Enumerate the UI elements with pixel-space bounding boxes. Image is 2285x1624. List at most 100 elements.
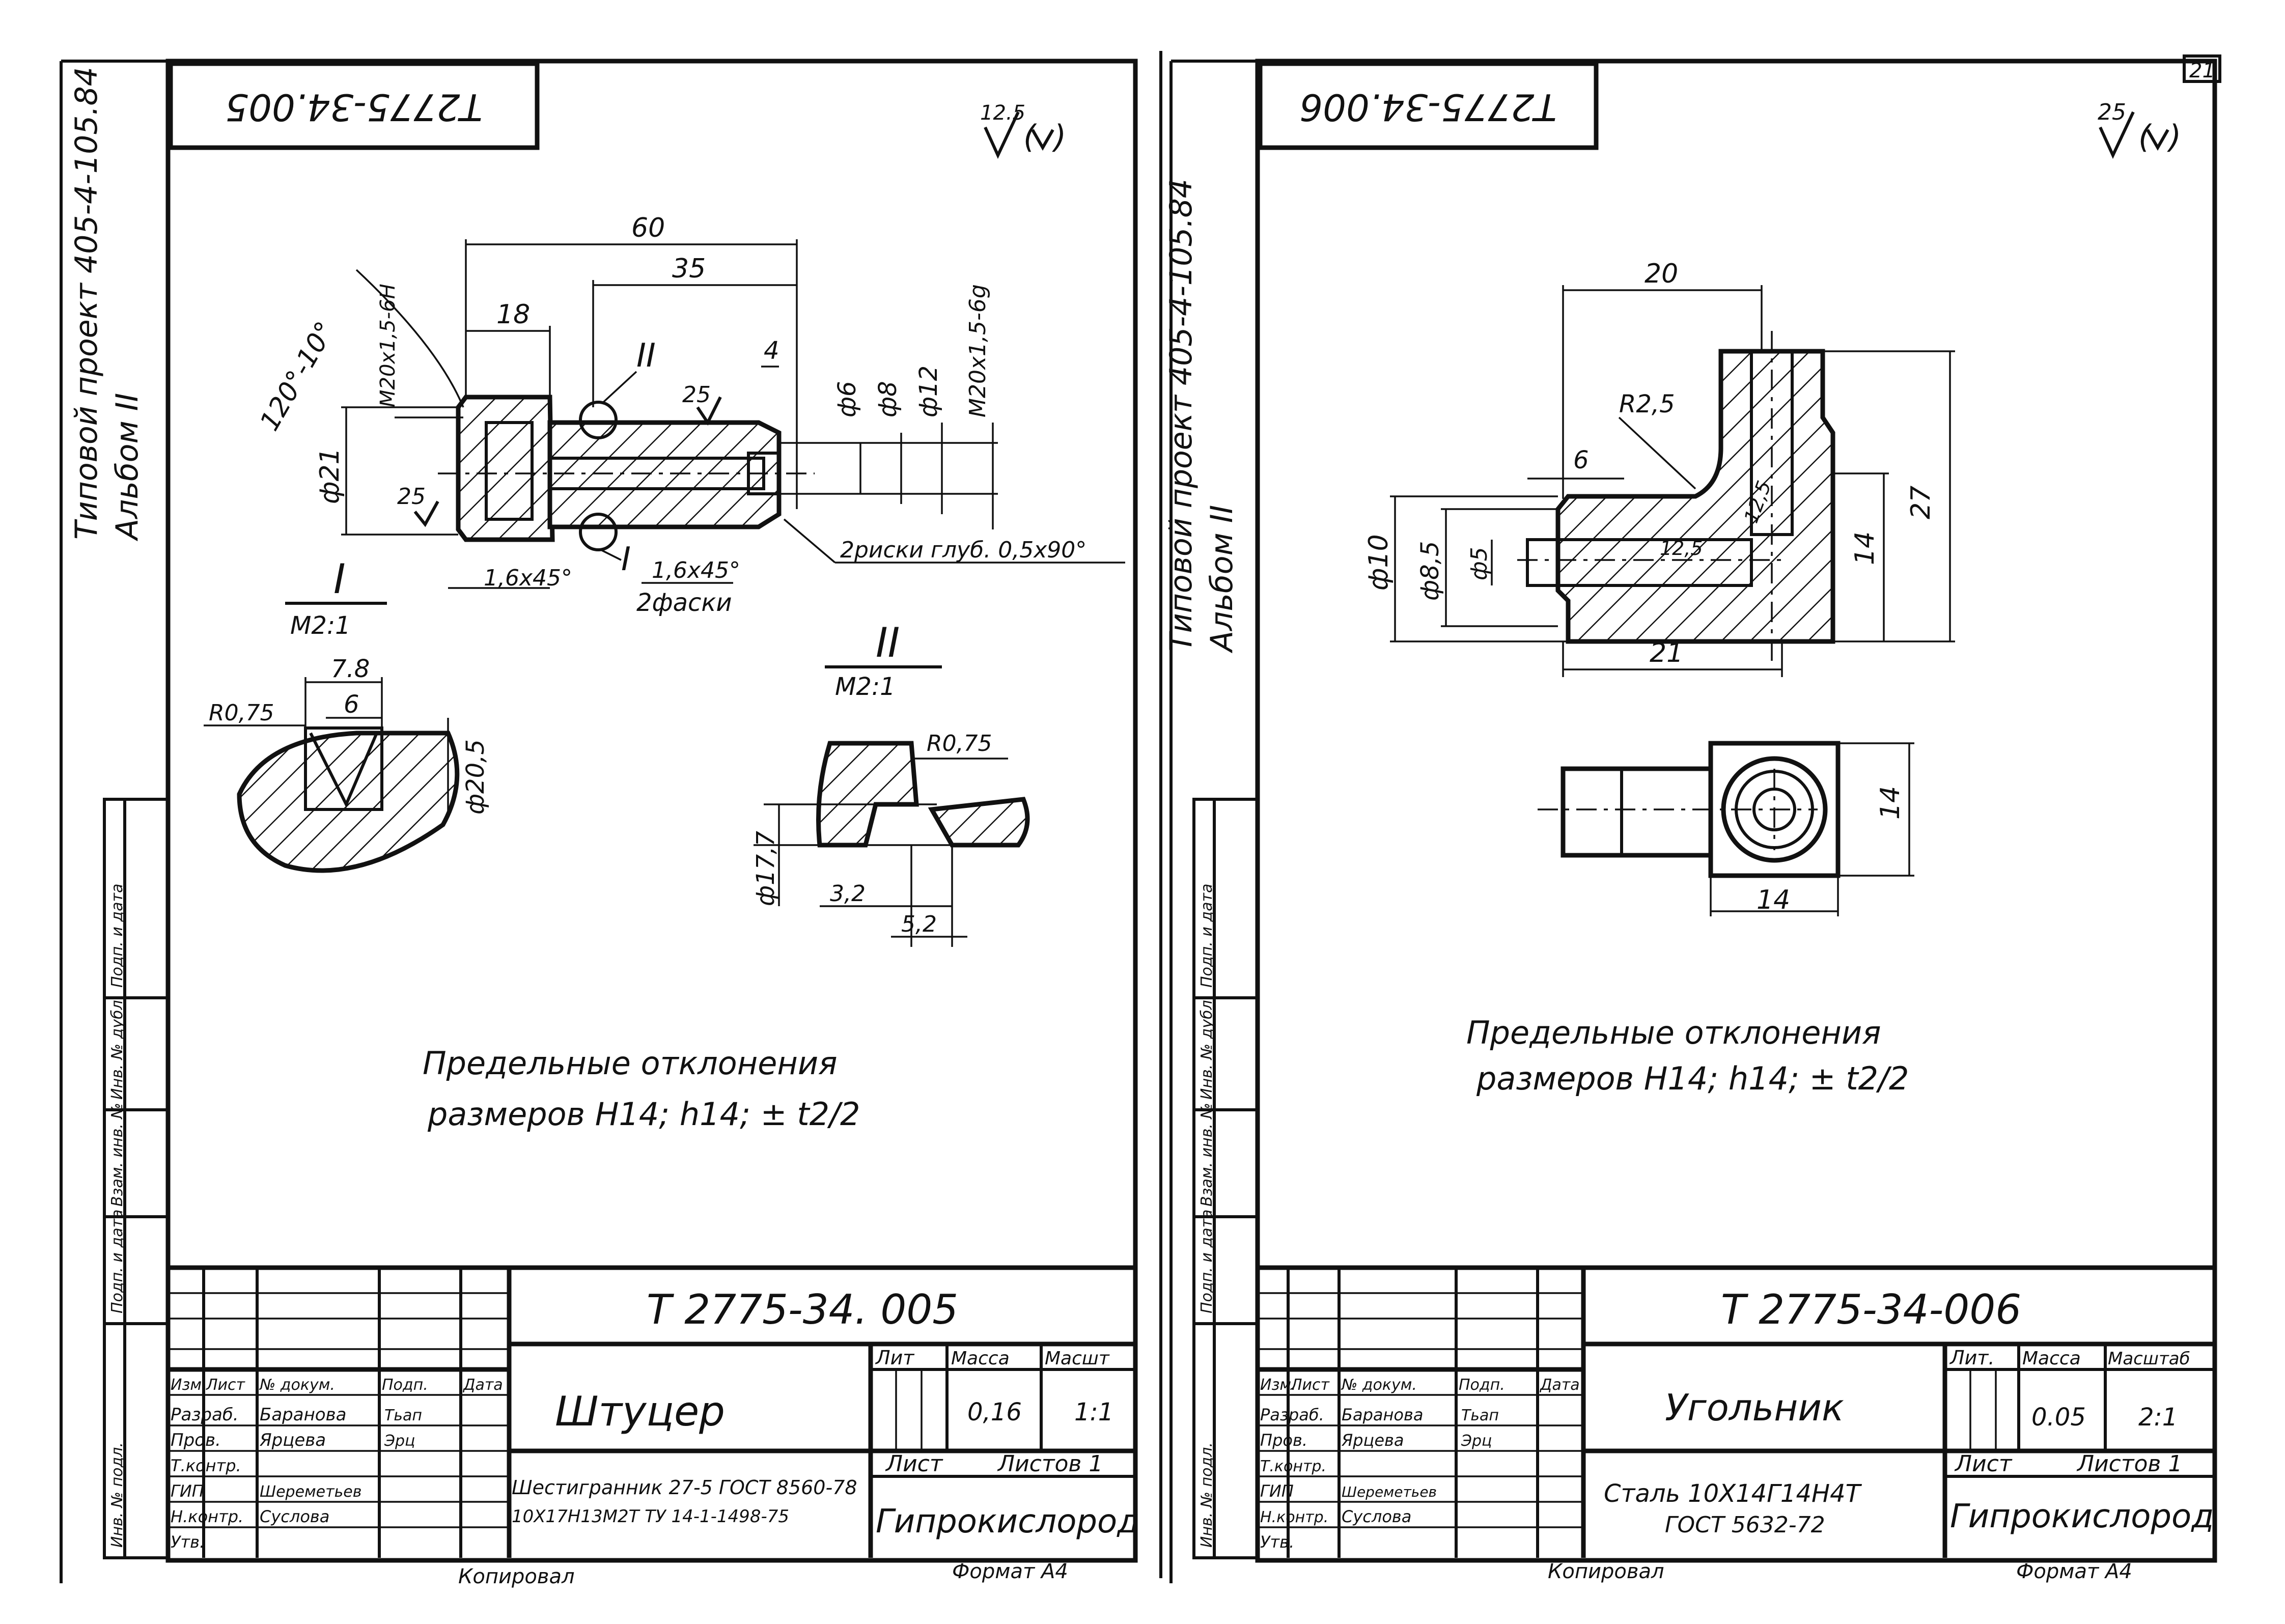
sheet-1-roughness-25a: 25 xyxy=(397,484,426,510)
sheet-1-dim-60: 60 xyxy=(631,213,665,243)
sheet-2-tb-role-5: Н.контр. xyxy=(1260,1508,1328,1526)
sheet-1-dim-35: 35 xyxy=(672,254,706,284)
sheet-2-margin-label-0: Инв. № подл. xyxy=(1198,1442,1216,1548)
sheet-2-tb-name-5: Суслова xyxy=(1342,1507,1411,1526)
sheet-2-roughness-value: 25 xyxy=(2098,99,2126,125)
sheet-1-tb-name: Штуцер xyxy=(555,1388,725,1435)
sheet-2-tb-doc-0: № докум. xyxy=(1341,1376,1417,1394)
sheet-1-detail-II: II M2:1 ф17,7 R0,75 3,2 5,2 xyxy=(751,619,1030,947)
sheet-2-tb-role-4: ГИП xyxy=(1260,1481,1294,1501)
sheet-2-tolerance-line-1: Предельные отклонения xyxy=(1466,1014,1881,1051)
sheet-1-format: Формат А4 xyxy=(952,1560,1068,1583)
sheet-2-title-block: Изм. Лист № докум. Подп. Дата Разраб. Ба… xyxy=(1258,1265,2215,1558)
sheet-2-tb-role-1: Разраб. xyxy=(1260,1405,1324,1424)
sheet-2-dim-phi5: ф5 xyxy=(1466,547,1492,580)
sheet-2-tb-mass: 0.05 xyxy=(2031,1403,2086,1432)
sheet-2-roughness-icon xyxy=(2099,111,2135,159)
sheet-1-detail-II-R: R0,75 xyxy=(927,731,992,757)
sheet-2-tb-designation: T 2775-34-006 xyxy=(1721,1286,2021,1333)
sheet-1-view-II: II xyxy=(876,619,900,666)
sheet-2-dim-12-5-b: 12,5 xyxy=(1660,537,1703,559)
sheet-2-elbow-plan: 14 14 xyxy=(1538,741,1914,916)
sheet-1-roughness-icon xyxy=(984,111,1020,159)
sheet-1-tb-sign-0: Подп. xyxy=(382,1376,428,1394)
sheet-2-tb-role-0: Изм. xyxy=(1260,1376,1296,1394)
sheet-1-tb-role-5: Н.контр. xyxy=(171,1507,243,1526)
sheet-1-tb-sheets-label: Листов 1 xyxy=(997,1451,1103,1477)
sheet-2-dim-phi10: ф10 xyxy=(1363,534,1394,591)
sheet-1-thread-in: M20x1,5-6H xyxy=(376,284,400,407)
sheet-2-dim-14v: 14 xyxy=(1850,531,1880,565)
sheet-1-thread-out: M20x1,5-6g xyxy=(965,284,991,417)
sheet-2-plan-dim-14v: 14 xyxy=(1875,786,1906,820)
sheet-2-tb-name-2: Ярцева xyxy=(1341,1431,1404,1450)
sheet-2-tb-sign-0: Подп. xyxy=(1459,1376,1505,1394)
sheet-1-tb-company: Гипрокислород xyxy=(876,1503,1139,1541)
sheet-1-tb-mass-label: Масса xyxy=(951,1348,1010,1369)
sheet-1-margin-label-4: Подп. и дата xyxy=(108,884,126,988)
sheet-1-copied: Копировал xyxy=(458,1565,575,1588)
sheet-2-tb-material-1: Сталь 10Х14Г14Н4Т xyxy=(1604,1479,1862,1508)
sheet-2-tolerance-line-2: размеров H14; h14; ± t2/2 xyxy=(1476,1060,1909,1097)
sheet-1-tb-role-2: Пров. xyxy=(171,1430,221,1450)
page-number: 21 xyxy=(2189,59,2215,82)
sheet-2-tb-company: Гипрокислород xyxy=(1950,1498,2214,1535)
sheet-2-margin-label-2: Взам. инв. № xyxy=(1198,1103,1216,1207)
sheet-1-tb-scale: 1:1 xyxy=(1074,1398,1113,1426)
sheet-1-side-album: Альбом II xyxy=(109,393,145,542)
sheet-2-tb-role-3: Т.контр. xyxy=(1260,1458,1326,1475)
sheet-2-margin-label-3: Инв. № дубл. xyxy=(1198,995,1216,1100)
sheet-1-side-title: Типовой проект 405-4-105.84 xyxy=(69,67,104,540)
sheet-1-tb-material-2: 10Х17Н13М2Т ТУ 14-1-1498-75 xyxy=(512,1506,789,1527)
sheet-1-margin-label-1: Подп. и дата xyxy=(108,1210,126,1313)
sheet-1-tb-sheet-label: Лист xyxy=(885,1451,943,1477)
sheet-1-dim-phi6: ф6 xyxy=(833,381,861,417)
sheet-1-detail-II-32: 3,2 xyxy=(830,881,866,907)
sheet-1-detail-I: 7.8 6 R0,75 ф20,5 xyxy=(204,655,490,873)
sheet-2-margin-strip: Инв. № подл. Подп. и дата Взам. инв. № И… xyxy=(1192,798,1259,1559)
sheet-2-stamp-box xyxy=(1258,61,1599,150)
sheet-1-dim-4: 4 xyxy=(764,337,779,365)
sheet-2-tb-mass-label: Масса xyxy=(2022,1348,2081,1369)
sheet-1-groove-note: 2риски глуб. 0,5x90° xyxy=(840,537,1086,563)
sheet-1-tb-lit-label: Лит xyxy=(875,1347,915,1369)
sheet-1-chamfer-2: 1,6x45° xyxy=(652,557,740,583)
sheet-1-tb-doc-0: № докум. xyxy=(259,1376,335,1394)
sheet-1-tb-name-1: Баранова xyxy=(260,1405,346,1425)
sheet-2-stamp-text: T2775-34.006 xyxy=(1299,86,1556,128)
sheet-2-tb-name-0: Лист xyxy=(1290,1376,1330,1394)
sheet-2-tb-sign-1: Тьап xyxy=(1461,1407,1499,1424)
sheet-2-dim-27: 27 xyxy=(1906,486,1936,519)
sheet-2-tb-name-1: Баранова xyxy=(1342,1405,1423,1424)
sheet-2-dim-R25: R2,5 xyxy=(1619,390,1675,418)
sheet-1-margin-strip: Инв. № подл. Подп. и дата Взам. инв. № И… xyxy=(103,798,170,1559)
sheet-1-tb-name-2: Ярцева xyxy=(259,1430,326,1450)
sheet-1-tb-date-0: Дата xyxy=(462,1376,503,1394)
sheet-1-chamfer-1: 1,6x45° xyxy=(484,565,572,591)
sheet-1-tolerance-line-2: размеров H14; h14; ± t2/2 xyxy=(427,1096,860,1133)
sheet-1-tb-role-4: ГИП xyxy=(171,1481,204,1501)
sheet-1-tb-name-0: Лист xyxy=(206,1376,246,1394)
sheet-1-callout-II: II xyxy=(636,337,656,375)
sheet-1-tb-designation: T 2775-34. 005 xyxy=(647,1286,958,1333)
sheet-1-view-I-scale: M2:1 xyxy=(290,611,351,640)
sheet-2-dim-21: 21 xyxy=(1650,638,1683,668)
sheet-1-stamp-text: T2775-34.005 xyxy=(225,86,482,128)
sheet-1-tb-material-1: Шестигранник 27-5 ГОСТ 8560-78 xyxy=(512,1476,857,1499)
sheet-1-stamp-box xyxy=(168,61,540,150)
sheet-1: T2775-34.005 12.5 ( ) Типовой проект 405… xyxy=(60,59,1139,1588)
sheet-1-detail-II-phi: ф17,7 xyxy=(751,831,780,906)
sheet-1-detail-I-R: R0,75 xyxy=(209,700,274,726)
sheet-1-dim-18: 18 xyxy=(496,299,530,330)
sheet-1-tb-role-3: Т.контр. xyxy=(171,1456,241,1475)
sheet-1-tb-role-0: Изм. xyxy=(171,1376,207,1394)
sheet-1-margin-label-3: Инв. № дубл. xyxy=(108,995,126,1100)
sheet-2-tb-sheets-label: Листов 1 xyxy=(2076,1451,2182,1477)
sheet-1-tb-sign-2: Эрц xyxy=(384,1432,415,1450)
sheet-2-tb-material-2: ГОСТ 5632-72 xyxy=(1665,1512,1825,1538)
sheet-1-tolerance-line-1: Предельные отклонения xyxy=(423,1045,838,1082)
sheet-1-tb-name-5: Суслова xyxy=(260,1507,329,1526)
sheet-2-side-title: Типовой проект 405-4-105.84 xyxy=(1163,179,1199,652)
sheet-1-tb-scale-label: Масшт xyxy=(1045,1348,1110,1369)
sheet-1-dim-phi12: ф12 xyxy=(914,366,943,417)
